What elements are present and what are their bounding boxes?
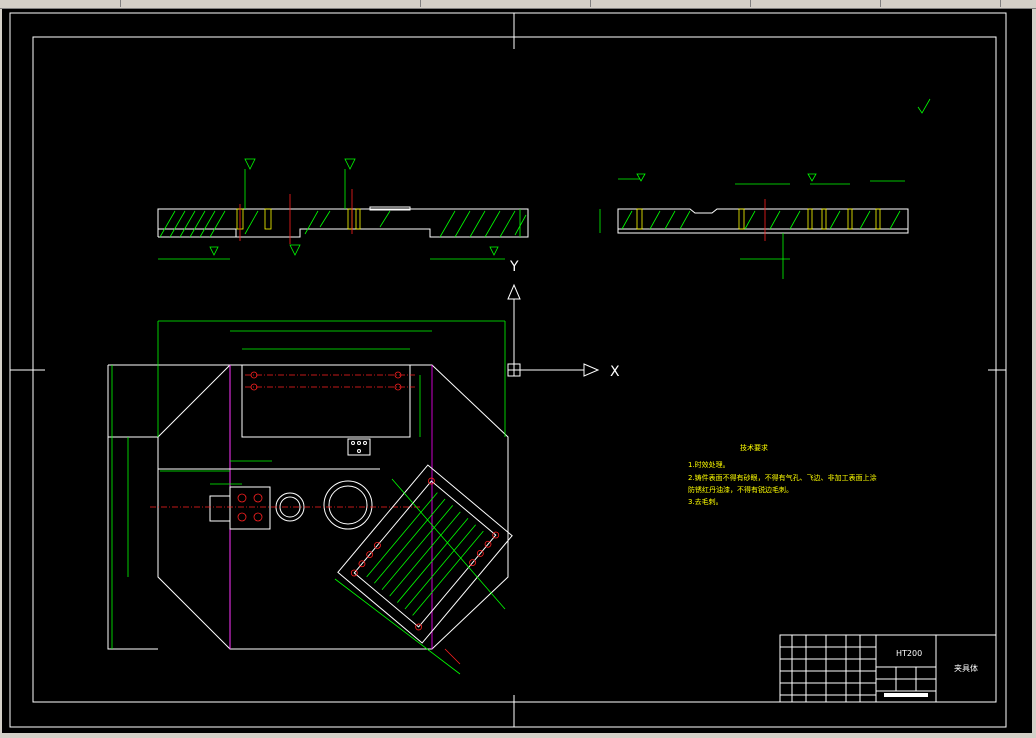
ucs-icon — [507, 283, 600, 377]
tech-req-item-3: 防锈红丹油漆，不得有锐边毛刺。 — [688, 485, 793, 494]
section-view-b — [599, 173, 909, 279]
tech-req-heading: 技术要求 — [740, 443, 768, 452]
material-label: HT200 — [896, 649, 922, 658]
window-frame-left — [0, 9, 2, 738]
y-axis-label: Y — [509, 259, 519, 275]
window-frame-right — [1032, 9, 1036, 738]
tech-req-item-4: 3.去毛刺。 — [688, 497, 723, 506]
tech-req-item-1: 1.时效处理。 — [688, 460, 730, 469]
plan-view — [107, 320, 513, 675]
tech-req-item-2: 2.铸件表面不得有砂眼，不得有气孔、飞边、非加工表面上涂 — [688, 473, 877, 482]
window-frame-bottom — [0, 733, 1036, 738]
x-axis-label: X — [610, 364, 620, 380]
title-block — [779, 634, 997, 703]
toolbar-strip — [0, 0, 1036, 9]
roughness-symbol — [917, 98, 931, 114]
tech-requirements: 技术要求 1.时效处理。 2.铸件表面不得有砂眼，不得有气孔、飞边、非加工表面上… — [688, 443, 877, 506]
cad-drawing-canvas[interactable]: X Y 技术要求 1.时效处理。 2.铸件表面不得有砂眼，不得有气孔、飞边、非加… — [0, 9, 1032, 733]
part-name-label: 夹具体 — [954, 663, 978, 673]
section-view-a — [157, 158, 529, 260]
